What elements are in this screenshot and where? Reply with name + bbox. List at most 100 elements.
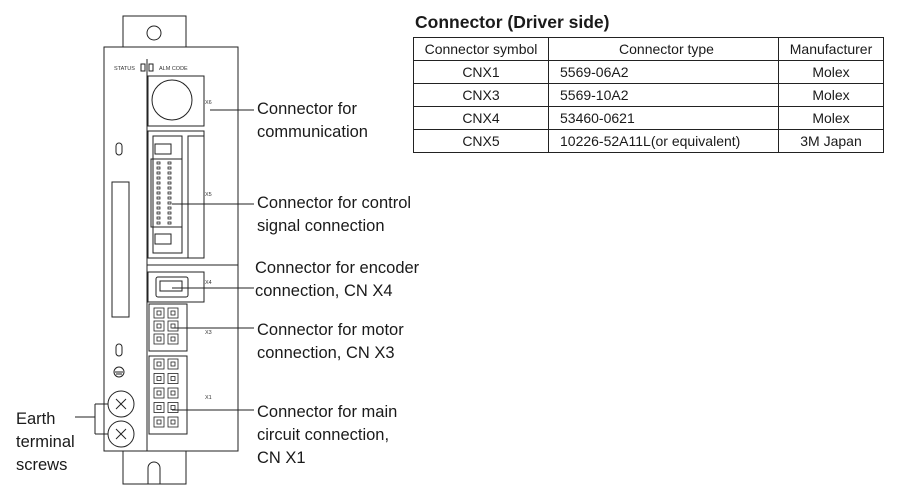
x1-pin [153, 416, 165, 428]
x1-pin-socket [156, 361, 162, 367]
x5-pin [156, 201, 161, 205]
x4-latch [159, 280, 183, 292]
x5-pin [156, 221, 161, 225]
x5-pin [156, 191, 161, 195]
ground-symbol [113, 366, 125, 378]
x5-pin [156, 211, 161, 215]
cell-manufacturer: Molex [778, 83, 884, 107]
x6-text: X6 [205, 100, 212, 106]
x5-pin-area [150, 158, 183, 228]
table-title: Connector (Driver side) [415, 12, 610, 32]
table-row: CNX1 5569-06A2 Molex [413, 60, 884, 84]
x1-pin-socket [170, 419, 176, 425]
bottom-mounting-slot [147, 461, 161, 484]
x4-text: X4 [205, 280, 212, 286]
x1-pin-socket [156, 390, 162, 396]
x5-pin [167, 191, 172, 195]
header-connector-symbol: Connector symbol [413, 37, 549, 61]
cell-manufacturer: 3M Japan [778, 129, 884, 153]
x5-pin [167, 161, 172, 165]
x5-header [154, 143, 172, 155]
x3-text: X3 [205, 330, 212, 336]
table-row: CNX4 53460-0621 Molex [413, 106, 884, 130]
x6-connector [151, 79, 193, 121]
x3-pin [153, 307, 165, 319]
x1-pin [153, 387, 165, 399]
cell-symbol: CNX1 [413, 60, 549, 84]
cell-symbol: CNX3 [413, 83, 549, 107]
x1-pin-socket [156, 376, 162, 381]
x5-frame [147, 130, 205, 259]
x1-pin-socket [170, 390, 176, 396]
x5-pin [167, 176, 172, 180]
cell-symbol: CNX5 [413, 129, 549, 153]
cell-symbol: CNX4 [413, 106, 549, 130]
x5-pin [167, 171, 172, 175]
x5-pin [156, 196, 161, 200]
cell-type: 10226-52A11L(or equivalent) [548, 129, 779, 153]
x1-pin [153, 402, 165, 413]
x3-pin [153, 320, 165, 332]
x5-text: X5 [205, 192, 212, 198]
x5-bar [187, 135, 205, 259]
x1-text: X1 [205, 395, 212, 401]
x5-pin [167, 166, 172, 170]
x5-pin [167, 186, 172, 190]
x5-pin [156, 161, 161, 165]
table-header-row: Connector symbol Connector type Manufact… [413, 37, 884, 61]
x3-pin [167, 307, 179, 319]
cell-manufacturer: Molex [778, 106, 884, 130]
x5-footer [154, 233, 172, 245]
x5-pin [167, 201, 172, 205]
table-row: CNX5 10226-52A11L(or equivalent) 3M Japa… [413, 129, 884, 153]
x5-pin [156, 171, 161, 175]
cell-type: 5569-10A2 [548, 83, 779, 107]
x1-pin-socket [170, 376, 176, 381]
top-flange [122, 15, 187, 47]
x1-frame [148, 355, 188, 435]
label-x4-encoder: Connector for encoder connection, CN X4 [255, 259, 420, 300]
x1-pin-socket [170, 405, 176, 410]
x3-pin-socket [156, 336, 162, 342]
x5-pin [167, 206, 172, 210]
x5-pin [167, 221, 172, 225]
x5-pin [167, 181, 172, 185]
x1-pin [167, 416, 179, 428]
header-connector-type: Connector type [548, 37, 779, 61]
x5-pin [167, 216, 172, 220]
x1-pin [153, 358, 165, 370]
x4-connector [155, 276, 189, 298]
left-slot-upper [115, 142, 123, 156]
x4-frame [147, 271, 205, 303]
x1-pin-socket [170, 361, 176, 367]
x3-pin-socket [170, 310, 176, 316]
cell-type: 5569-06A2 [548, 60, 779, 84]
left-vent [111, 181, 130, 318]
x5-pin [167, 211, 172, 215]
header-manufacturer: Manufacturer [778, 37, 884, 61]
x1-pin [167, 358, 179, 370]
cell-manufacturer: Molex [778, 60, 884, 84]
x3-pin-socket [170, 336, 176, 342]
status-text: STATUS [114, 66, 135, 72]
x1-pin [167, 402, 179, 413]
x1-pin [167, 387, 179, 399]
left-slot-lower [115, 343, 123, 357]
x3-pin [153, 333, 165, 345]
top-mounting-hole [146, 25, 162, 41]
x3-pin [167, 320, 179, 332]
x5-pin [156, 186, 161, 190]
status-led-2 [148, 63, 154, 72]
driver-body [103, 46, 239, 452]
x3-pin-socket [156, 323, 162, 329]
connector-table: Connector symbol Connector type Manufact… [413, 37, 884, 153]
bottom-flange [122, 451, 187, 485]
x5-pin [156, 216, 161, 220]
x1-pin [167, 373, 179, 384]
x5-pin [156, 166, 161, 170]
x5-pin [156, 206, 161, 210]
